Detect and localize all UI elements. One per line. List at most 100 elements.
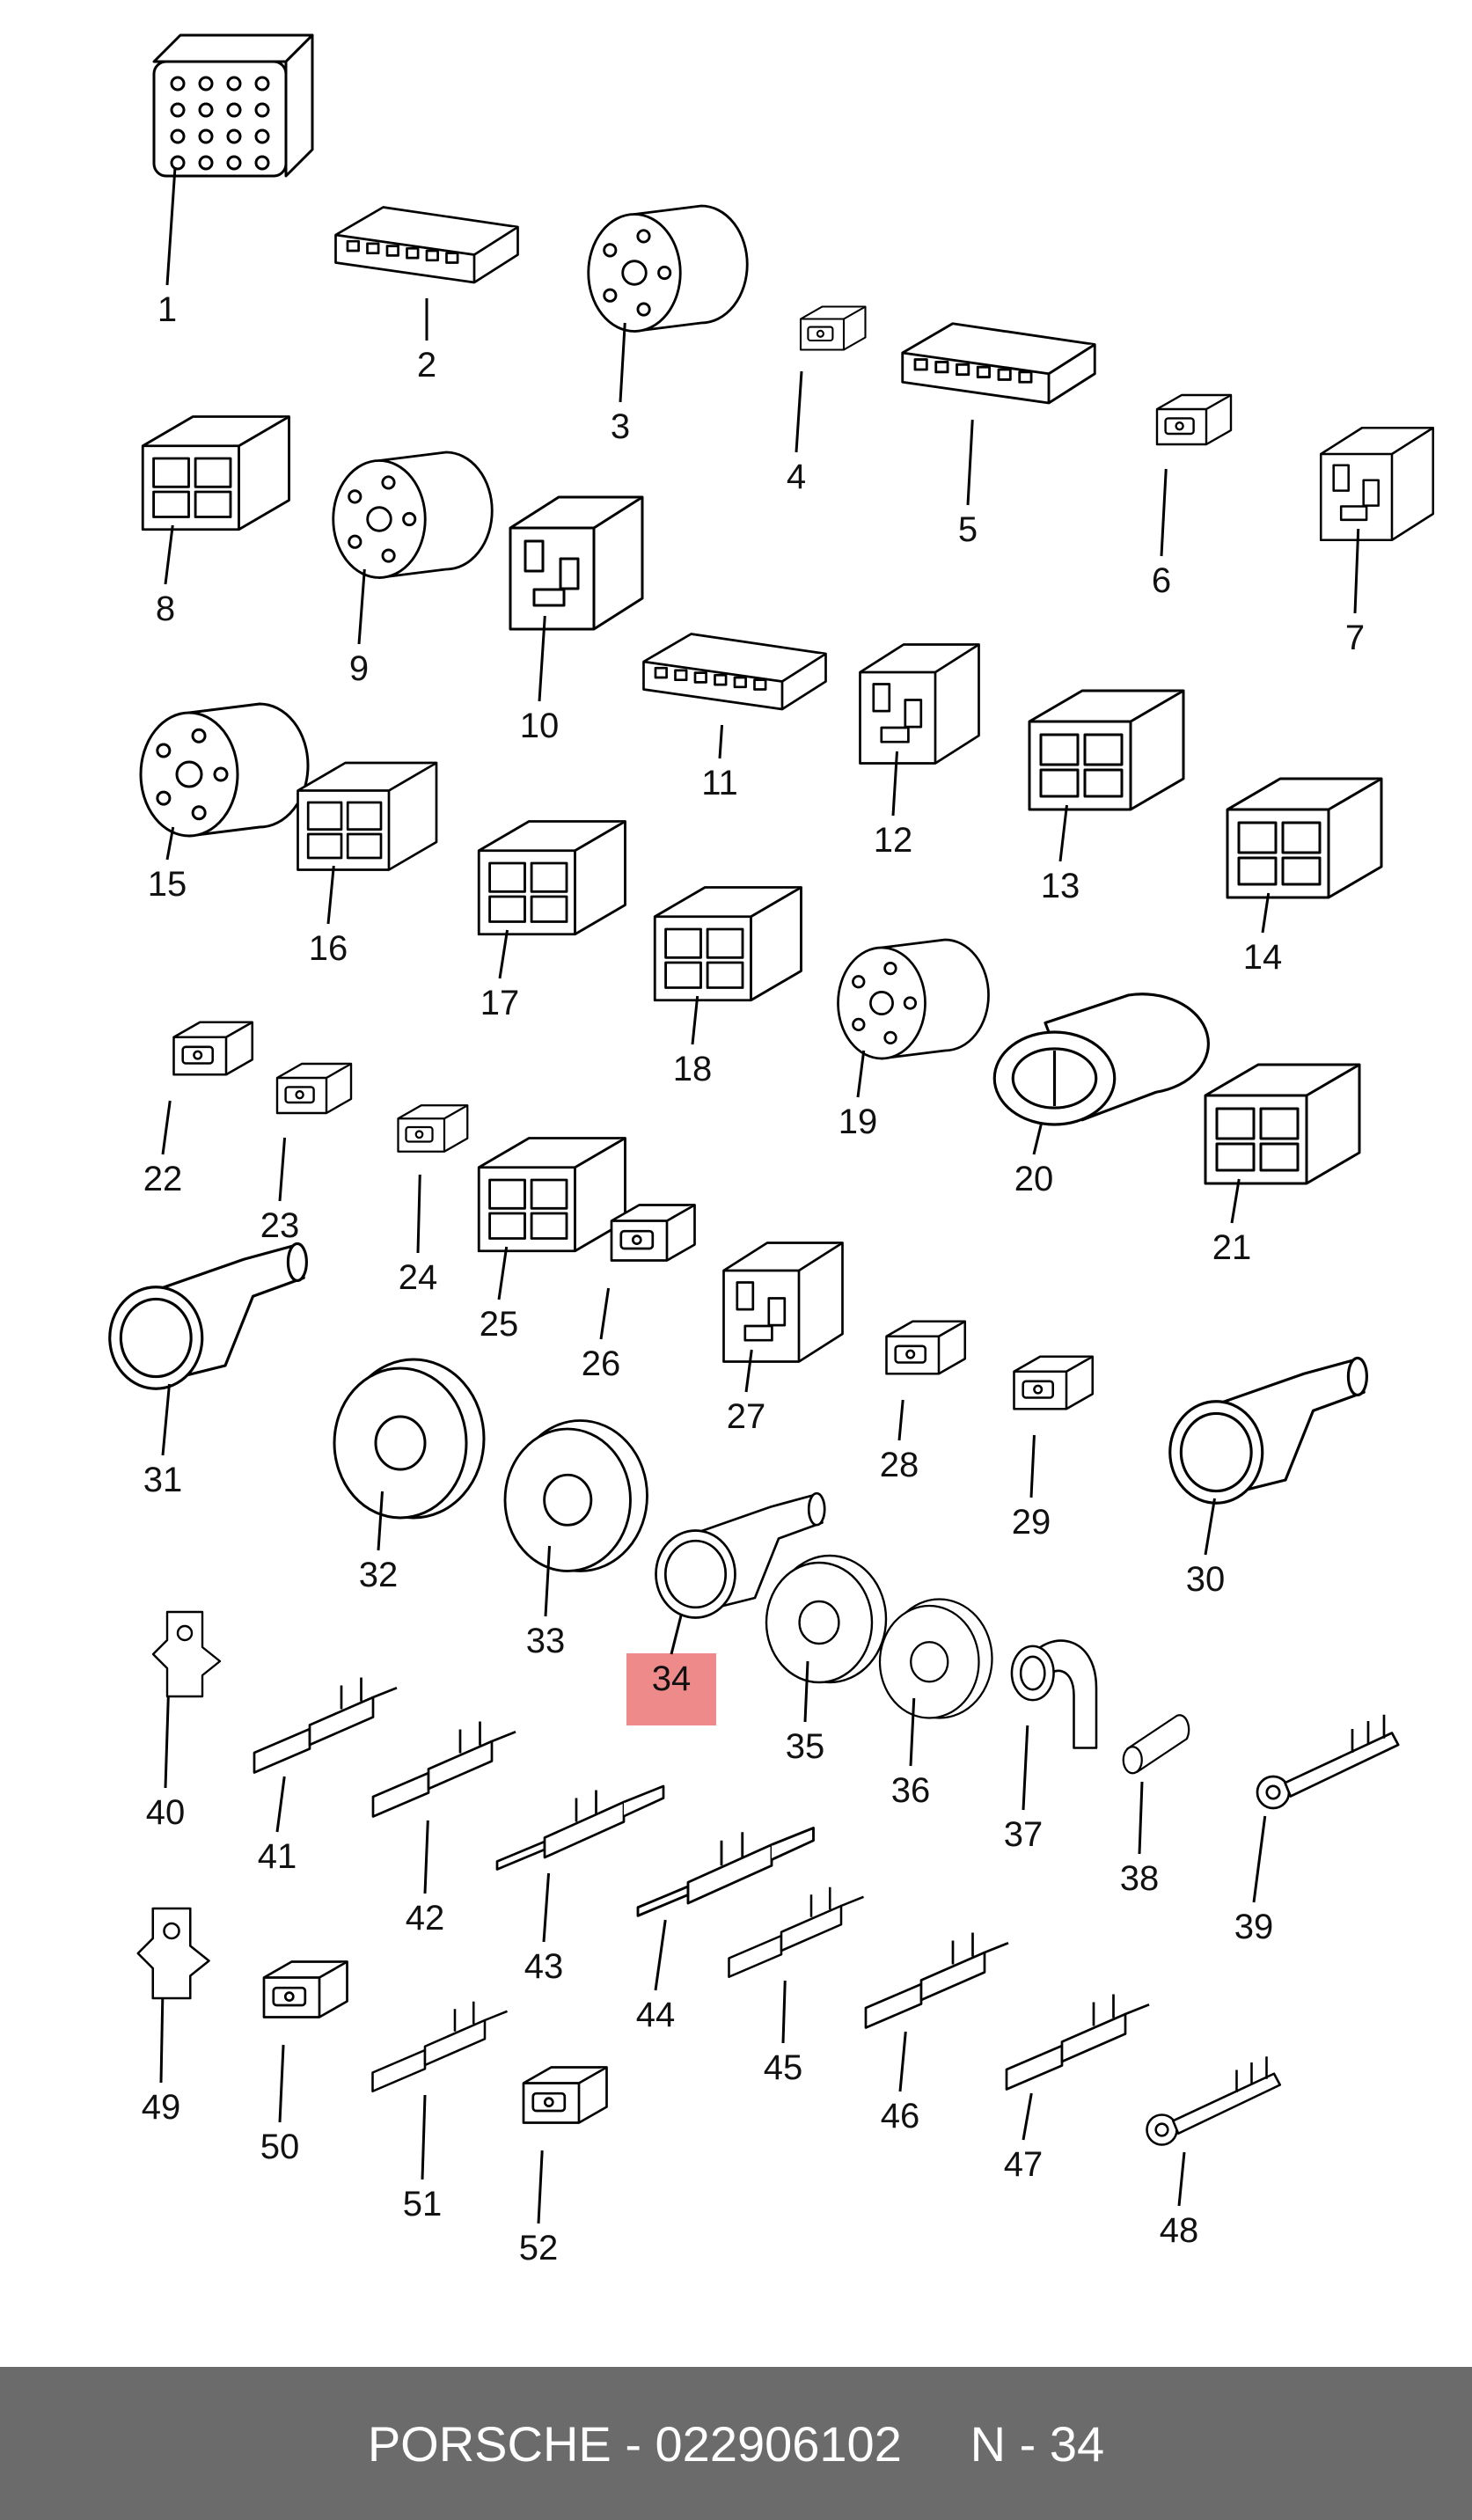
part-1-leader [165,166,177,286]
part-36-label: 36 [890,1771,931,1810]
part-3-leader [619,322,626,403]
part-24-label: 24 [398,1258,438,1297]
part-21-leader [1230,1178,1241,1224]
part-45-drawing [728,1886,864,1979]
part-24-leader [416,1174,421,1254]
part-45-label: 45 [763,2048,803,2087]
part-50-leader [278,2044,285,2123]
part-43-leader [542,1872,551,1943]
part-29-leader [1029,1434,1036,1498]
part-25-leader [497,1246,509,1300]
part-47-label: 47 [1003,2145,1044,2184]
part-11-drawing [642,633,827,711]
part-15-label: 15 [147,865,187,904]
part-50-label: 50 [260,2128,300,2166]
part-4-leader [795,370,803,453]
part-46-label: 46 [880,2097,920,2135]
part-48-leader [1177,2151,1186,2207]
part-26-leader [599,1287,611,1340]
part-38-label: 38 [1119,1859,1160,1898]
footer-brand: PORSCHE [367,2415,612,2472]
part-39-label: 39 [1234,1908,1274,1946]
part-44-drawing [636,1827,815,1917]
part-35-label: 35 [785,1727,825,1766]
part-14-drawing [1226,777,1383,899]
part-9-leader [357,568,366,645]
part-40-label: 40 [145,1793,186,1832]
part-45-leader [781,1980,787,2044]
part-27-drawing [722,1242,844,1363]
part-33-leader [544,1545,551,1617]
part-47-leader [1022,2092,1033,2141]
part-6-label: 6 [1151,561,1172,600]
part-26-label: 26 [581,1344,621,1383]
part-33-drawing [503,1419,648,1572]
part-15-leader [165,826,175,861]
part-6-leader [1160,468,1168,557]
part-29-label: 29 [1011,1503,1051,1542]
part-39-drawing [1256,1714,1400,1810]
part-33-label: 33 [525,1622,566,1660]
part-52-label: 52 [518,2229,559,2267]
part-34-drawing [655,1491,826,1619]
part-10-label: 10 [519,707,560,745]
part-22-leader [161,1100,172,1155]
part-5-drawing [901,322,1096,405]
part-18-drawing [653,886,802,1002]
part-30-label: 30 [1185,1560,1226,1599]
part-10-leader [538,615,546,702]
part-44-leader [654,1919,667,1991]
part-24-drawing [397,1104,469,1153]
part-31-leader [161,1383,171,1456]
part-22-label: 22 [143,1160,183,1198]
part-40-leader [164,1696,170,1789]
part-12-leader [891,751,898,817]
part-49-drawing [136,1907,210,2000]
part-21-label: 21 [1212,1228,1252,1267]
part-43-drawing [495,1784,665,1871]
part-26-drawing [610,1204,696,1262]
part-35-leader [803,1660,809,1723]
part-12-drawing [859,643,980,765]
part-16-leader [326,865,335,925]
part-7-drawing [1319,426,1435,542]
part-5-label: 5 [957,510,978,549]
part-29-drawing [1013,1355,1095,1410]
highlighted-part-marker [626,1653,716,1725]
part-17-leader [498,929,509,979]
part-8-leader [164,524,174,585]
footer-gap [902,2415,970,2472]
part-25-label: 25 [479,1305,519,1344]
part-23-label: 23 [260,1206,300,1245]
part-20-label: 20 [1014,1160,1054,1198]
part-16-drawing [297,761,438,871]
part-37-drawing [1010,1639,1098,1749]
part-10-drawing [509,495,644,631]
part-3-drawing [587,204,749,333]
part-25-drawing [477,1137,626,1253]
part-18-leader [691,995,699,1045]
part-28-drawing [885,1320,967,1375]
part-1-label: 1 [157,290,178,329]
part-14-leader [1261,892,1271,934]
part-42-drawing [371,1721,516,1818]
part-6-drawing [1155,393,1233,446]
part-27-leader [744,1349,753,1393]
part-37-label: 37 [1003,1815,1044,1854]
part-19-leader [856,1050,866,1098]
part-9-label: 9 [348,649,370,688]
part-7-leader [1353,528,1360,614]
part-16-label: 16 [308,929,348,968]
part-41-leader [275,1776,286,1833]
part-19-drawing [837,938,990,1060]
part-32-label: 32 [358,1556,399,1594]
part-50-drawing [262,1960,348,2018]
part-8-label: 8 [155,590,176,628]
part-13-leader [1058,804,1068,862]
part-2-drawing [334,206,519,284]
part-32-leader [377,1491,384,1551]
part-22-drawing [172,1021,254,1076]
part-39-leader [1252,1815,1267,1903]
part-7-label: 7 [1344,619,1366,657]
